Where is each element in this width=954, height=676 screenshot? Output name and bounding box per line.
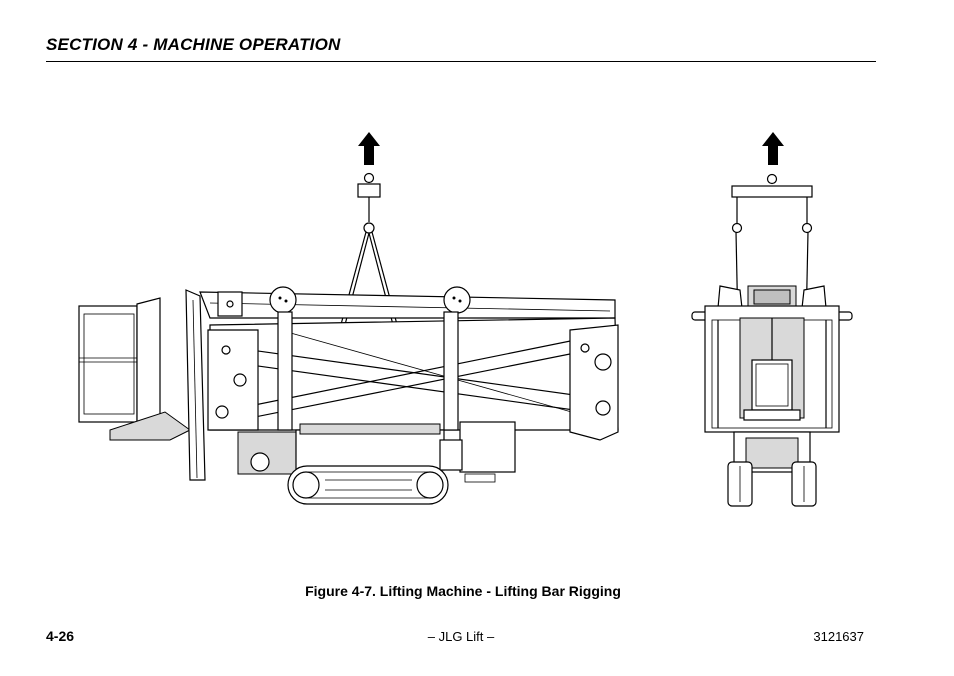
figure-caption-text: Figure 4-7. Lifting Machine - Lifting Ba… [305, 583, 621, 599]
doc-number: 3121637 [813, 629, 864, 644]
footer-brand: – JLG Lift – [427, 629, 495, 644]
figure-caption: Figure 4-7. Lifting Machine - Lifting Ba… [0, 583, 954, 599]
side-view-illustration [78, 132, 619, 505]
page-number: 4-26 [46, 628, 75, 644]
header-rule [46, 61, 876, 62]
lift-arrow-icon [358, 132, 380, 165]
lift-arrow-icon [762, 132, 784, 165]
footer-center: – JLG Lift – [0, 629, 954, 644]
section-title: SECTION 4 - MACHINE OPERATION [46, 35, 341, 54]
end-view-illustration [691, 132, 853, 507]
